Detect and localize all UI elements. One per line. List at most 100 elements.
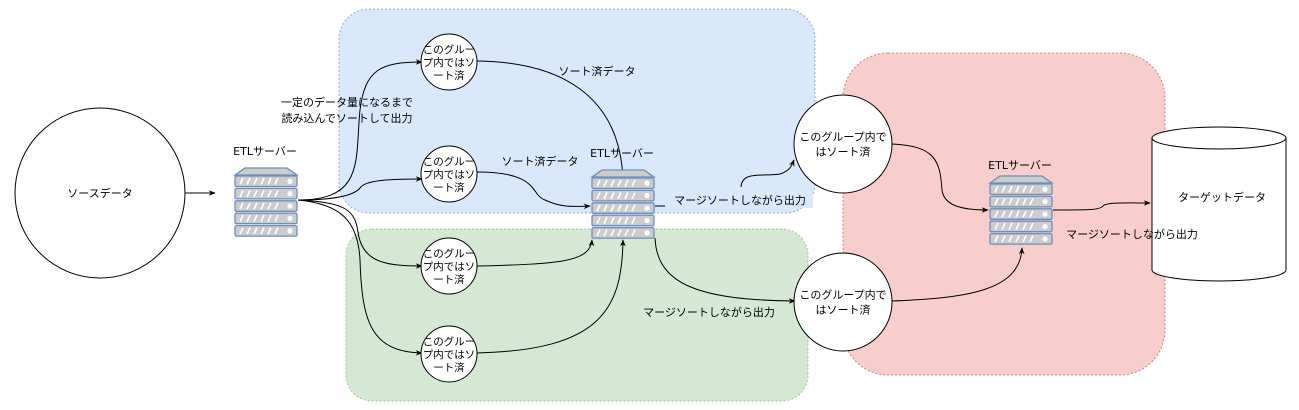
server-led-icon (1042, 223, 1048, 230)
group-circle-label-line: このグルー (423, 247, 476, 260)
server-vent-stripe (260, 177, 265, 185)
server-vent-stripe (1015, 198, 1020, 206)
etl-server-3-label: ETLサーバー (988, 159, 1052, 172)
server-vent-stripe (260, 214, 265, 223)
server-vent-stripe (631, 179, 636, 187)
server-led-icon (1042, 186, 1048, 192)
server-vent-stripe (1015, 210, 1020, 218)
server-vent-stripe (1029, 222, 1034, 231)
group-circle-label-line: ート済 (433, 69, 465, 82)
server-vent-stripe (631, 192, 636, 200)
server-vent-stripe (624, 216, 629, 225)
edge-merge-to-bigcircle1 (740, 159, 795, 188)
server-top-icon (589, 169, 657, 178)
edge-circle3-to-server2 (476, 239, 595, 267)
edge-bigcircle1-to-server3 (891, 143, 989, 213)
server-vent-stripe (246, 202, 251, 210)
server-vent-stripe (239, 227, 244, 235)
server-vent-stripe (603, 216, 608, 225)
server-vent-stripe (1015, 235, 1020, 243)
server-led-icon (287, 203, 293, 209)
group-circle-shape (420, 33, 478, 91)
server-vent-stripe (274, 202, 279, 210)
server-vent-stripe (624, 192, 629, 200)
etl-server-2[interactable]: ETLサーバー (589, 147, 657, 239)
server-vent-stripe (274, 190, 279, 198)
server-vent-stripe (603, 229, 608, 237)
server-vent-stripe (1029, 198, 1034, 206)
group-circle-label-line: ート済 (433, 273, 465, 286)
server-vent-stripe (617, 204, 622, 212)
server-vent-stripe (1001, 185, 1006, 193)
server-vent-stripe (596, 204, 601, 212)
server-vent-stripe (994, 235, 999, 243)
merge-label-1-bg (667, 192, 813, 208)
edge-server1-to-circle4 (297, 199, 423, 356)
merge-output-label-2: マージソートしながら出力 (643, 305, 775, 319)
server-vent-stripe (267, 214, 272, 223)
group-circle-label-line: ート済 (433, 181, 465, 194)
server-vent-stripe (246, 190, 251, 198)
edge-server1-to-circle1 (297, 59, 423, 201)
server-vent-stripe (610, 229, 615, 237)
server-vent-stripe (1008, 235, 1013, 243)
server-vent-stripe (1022, 198, 1027, 206)
server-led-icon (287, 178, 293, 184)
server-vent-stripe (267, 202, 272, 210)
server-vent-stripe (267, 190, 272, 198)
server-led-icon (644, 230, 650, 236)
server-vent-stripe (1001, 210, 1006, 218)
server-led-icon (287, 215, 293, 222)
group-circle-label-line: プ内ではソ (423, 56, 476, 69)
target-cylinder-top (1151, 126, 1287, 150)
server-vent-stripe (253, 177, 258, 185)
server-vent-stripe (994, 210, 999, 218)
server-vent-stripe (253, 214, 258, 223)
etl-server-3[interactable]: ETLサーバー (987, 159, 1055, 245)
server-vent-stripe (1008, 222, 1013, 231)
server-vent-stripe (603, 192, 608, 200)
group-circle-label-line: ート済 (433, 361, 465, 374)
etl-server-1[interactable]: ETLサーバー (232, 145, 300, 237)
sorted-data-label-top: ソート済データ (559, 64, 636, 78)
server-vent-stripe (239, 177, 244, 185)
server-vent-stripe (994, 198, 999, 206)
server-vent-stripe (631, 216, 636, 225)
server-vent-stripe (617, 229, 622, 237)
edge-circle1-to-server2 (476, 60, 626, 181)
target-data-label: ターゲットデータ (1178, 190, 1266, 204)
target-data-node[interactable]: ターゲットデータ (1151, 126, 1287, 282)
server-led-icon (1042, 199, 1048, 205)
server-vent-stripe (1015, 222, 1020, 231)
source-data-node[interactable]: ソースデータ (14, 107, 186, 279)
read-sort-label-line2: 読み込んでソートして出力 (281, 111, 412, 125)
merge-output-label-3: マージソートしながら出力 (1066, 227, 1198, 241)
sorted-data-label-mid: ソート済データ (502, 154, 579, 168)
server-vent-stripe (1008, 185, 1013, 193)
server-vent-stripe (1029, 185, 1034, 193)
server-top-icon (987, 175, 1055, 184)
server-vent-stripe (246, 177, 251, 185)
server-led-icon (644, 193, 650, 199)
server-led-icon (644, 217, 650, 224)
edge-server3-to-target (1052, 200, 1151, 211)
etl-server-1-label: ETLサーバー (233, 145, 297, 158)
group-circle-label-line: このグループ内で (799, 288, 886, 302)
server-vent-stripe (624, 204, 629, 212)
server-vent-stripe (1029, 210, 1034, 218)
source-data-circle (14, 107, 186, 279)
edge-label-read-sort: 一定のデータ量になるまで 読み込んでソートして出力 (281, 95, 413, 125)
server-vent-stripe (239, 190, 244, 198)
server-vent-stripe (617, 192, 622, 200)
server-led-icon (1042, 236, 1048, 242)
merge-output-label-1: マージソートしながら出力 (674, 193, 806, 207)
read-sort-label-line1: 一定のデータ量になるまで (281, 95, 413, 109)
edge-circle4-to-server2 (476, 239, 626, 354)
server-vent-stripe (267, 227, 272, 235)
